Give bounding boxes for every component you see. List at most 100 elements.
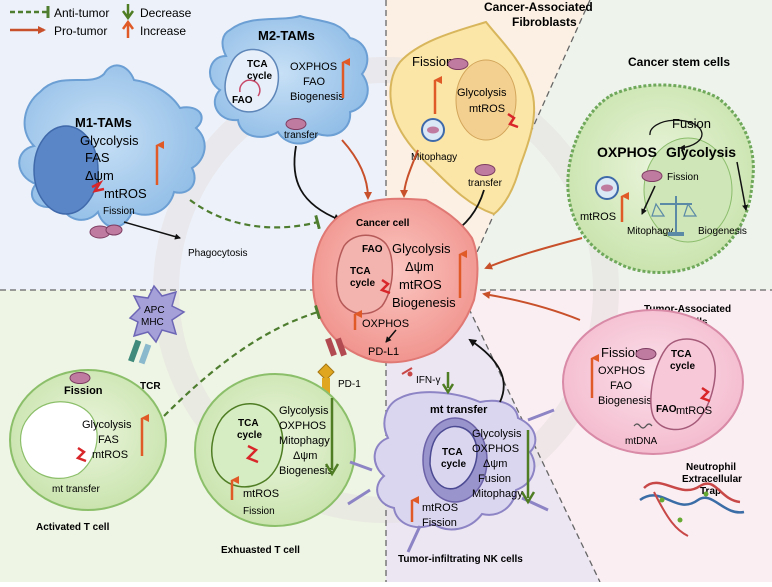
csc-mtros: mtROS — [580, 211, 616, 223]
mitophagy-icon — [421, 118, 445, 142]
exhausted-t-line-0: Glycolysis — [279, 405, 329, 417]
activated-t-cell: Fission Glycolysis FAS mtROS mt transfer… — [9, 369, 167, 533]
nk-line-1: OXPHOS — [472, 443, 519, 455]
mitochondrion-icon — [474, 164, 496, 176]
caf-title-1: Fibroblasts — [512, 15, 577, 29]
nk-caption: Tumor-infiltrating NK cells — [398, 554, 523, 565]
tan-tca-1: cycle — [670, 361, 695, 372]
csc-biogenesis: Biogenesis — [698, 226, 747, 237]
nk-tca-0: TCA — [442, 447, 463, 458]
m1-line-1: FAS — [85, 150, 110, 165]
m2-line-2: Biogenesis — [290, 91, 344, 103]
pd-l1-receptor-icon — [325, 337, 347, 357]
tan-mtdna: mtDNA — [625, 436, 658, 447]
cancer-line-0: Glycolysis — [392, 241, 451, 256]
csc-glycolysis: Glycolysis — [666, 144, 736, 160]
m2-line-0: OXPHOS — [290, 61, 337, 73]
m1-nucleus — [33, 125, 99, 215]
activated-t-caption: Activated T cell — [36, 522, 110, 533]
tan-line-0: OXPHOS — [598, 365, 645, 377]
tan-tca-0: TCA — [671, 349, 692, 360]
apc-label-1: MHC — [141, 317, 164, 328]
cancer-stem-cell: Cancer stem cells Fusion OXPHOS Glycolys… — [566, 55, 755, 274]
apc-tcr: TCR — [140, 381, 161, 392]
m1-phagocytosis: Phagocytosis — [188, 248, 247, 259]
caf-cell: Cancer-Associated Fibroblasts Fission Gl… — [389, 0, 593, 216]
nk-ifn: IFN-γ — [416, 375, 440, 386]
legend-pro-tumor: Pro-tumor — [54, 24, 107, 38]
exhausted-t-fission: Fission — [243, 506, 275, 517]
m1-fission: Fission — [103, 206, 135, 217]
balance-icon — [651, 196, 698, 236]
exhausted-mitochondrion — [210, 403, 284, 488]
activated-t-fission: Fission — [64, 385, 103, 397]
caf-fission: Fission — [412, 54, 453, 69]
csc-oxphos: OXPHOS — [597, 144, 657, 160]
cancer-tca-1: cycle — [350, 278, 375, 289]
caf-title-0: Cancer-Associated — [484, 0, 593, 14]
nk-tca-1: cycle — [441, 459, 466, 470]
lightning-icon — [699, 386, 711, 403]
activated-t-line-1: FAS — [98, 434, 119, 446]
mitophagy-icon — [595, 176, 619, 200]
cancer-line-1: Δψm — [405, 259, 434, 274]
t-cell-anti-tumor-connector — [163, 305, 322, 417]
mitochondrion-icon — [635, 348, 657, 360]
decrease-arrow-icon — [121, 4, 135, 21]
m1-anti-tumor-connector — [189, 199, 321, 230]
cycle-arrow-icon — [649, 119, 703, 151]
neutrophil-trap-icon — [639, 481, 745, 537]
lightning-icon — [91, 179, 105, 193]
apc-cell: APC MHC TCR — [128, 284, 186, 392]
nk-line-3: Fusion — [478, 473, 511, 485]
m2-tca-0: TCA — [247, 59, 268, 70]
legend-increase: Increase — [140, 24, 186, 38]
mitochondrion-icon — [69, 372, 91, 384]
mitochondrion-icon — [447, 58, 469, 70]
lightning-icon — [245, 444, 259, 464]
nk-cell: TCA cycle IFN-γ mt transfer Glycolysis O… — [347, 338, 555, 565]
tan-fission: Fission — [601, 345, 642, 360]
mitochondrion-icon — [89, 224, 123, 239]
cycle-arrow-icon — [239, 79, 261, 97]
tan-line-1: FAO — [610, 380, 632, 392]
nk-mtros: mtROS — [422, 502, 458, 514]
m1-title: M1-TAMs — [75, 115, 132, 130]
mitochondrion-icon — [285, 118, 307, 130]
exhausted-t-cell: PD-1 TCA cycle Glycolysis OXPHOS Mitopha… — [194, 337, 361, 556]
caf-line-1: mtROS — [469, 103, 505, 115]
nk-mt-transfer: mt transfer — [430, 404, 488, 416]
caf-line-0: Glycolysis — [457, 87, 507, 99]
m1-line-2: Δψm — [85, 168, 114, 183]
tan-net-0: Neutrophil — [686, 462, 736, 473]
csc-mitophagy: Mitophagy — [627, 226, 673, 237]
csc-fission: Fission — [667, 172, 699, 183]
nk-mitochondrion — [429, 425, 478, 490]
exhausted-t-mtros: mtROS — [243, 488, 279, 500]
caf-transfer: transfer — [468, 178, 503, 189]
nk-line-0: Glycolysis — [472, 428, 522, 440]
m2-tca-1: cycle — [247, 71, 272, 82]
exhausted-t-tca-1: cycle — [237, 430, 262, 441]
tan-net-1: Extracellular — [682, 474, 742, 485]
cancer-fao: FAO — [362, 244, 383, 255]
m1-line-3: mtROS — [104, 186, 147, 201]
m2-line-1: FAO — [303, 76, 325, 88]
cancer-cell: Cancer cell FAO TCA cycle Glycolysis Δψm… — [311, 197, 479, 364]
csc-title: Cancer stem cells — [628, 55, 730, 69]
dna-icon — [633, 423, 653, 429]
tan-net-2: Trap — [700, 486, 721, 497]
exhausted-t-pd1: PD-1 — [338, 379, 361, 390]
lightning-icon — [379, 278, 391, 295]
tan-mitochondrion — [650, 338, 716, 431]
cancer-title: Cancer cell — [356, 218, 410, 229]
mitochondrion-icon — [641, 170, 663, 182]
m2-title: M2-TAMs — [258, 28, 315, 43]
m2-transfer: transfer — [284, 130, 319, 141]
m2-tam-cell: M2-TAMs TCA cycle FAO OXPHOS FAO Biogene… — [209, 14, 369, 145]
tan-line-2: Biogenesis — [598, 395, 652, 407]
nk-fission: Fission — [422, 517, 457, 529]
legend-decrease: Decrease — [140, 6, 192, 20]
